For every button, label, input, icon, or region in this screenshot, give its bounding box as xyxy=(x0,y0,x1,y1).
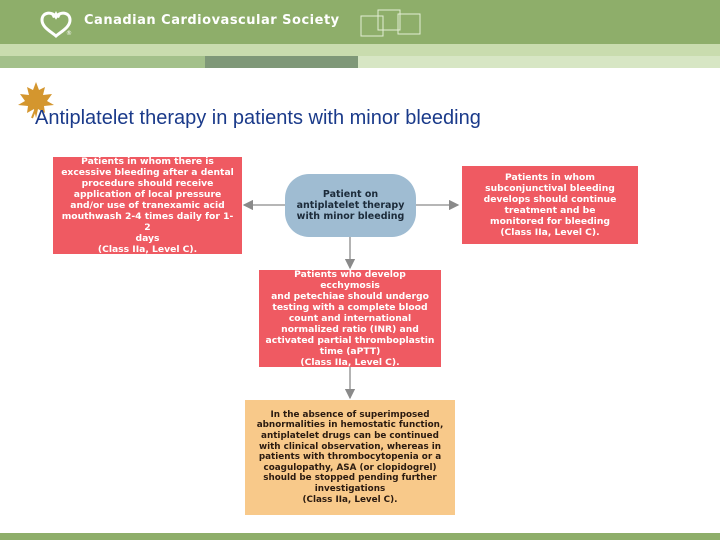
heart-leaf-logo-icon xyxy=(40,11,72,38)
ecchymosis-testing-box: Patients who develop ecchymosis and pete… xyxy=(259,269,441,368)
footer-bar xyxy=(0,533,720,540)
header-stripe-light xyxy=(0,44,720,56)
dental-bleeding-box: Patients in whom there is excessive blee… xyxy=(53,156,242,255)
continuation-guidance-box: In the absence of superimposed abnormali… xyxy=(245,400,455,515)
subconjunctival-bleeding-box: Patients in whom subconjunctival bleedin… xyxy=(462,166,638,244)
slide-title: Antiplatelet therapy in patients with mi… xyxy=(35,107,481,129)
registered-mark: ® xyxy=(66,30,72,37)
maple-leaf-icon xyxy=(18,82,54,119)
org-name: Canadian Cardiovascular Society xyxy=(84,13,340,28)
continuation-guidance-text: In the absence of superimposed abnormali… xyxy=(256,409,444,505)
decorative-squares xyxy=(360,9,421,37)
ecchymosis-testing-text: Patients who develop ecchymosis and pete… xyxy=(265,269,435,368)
header-stripe-mid xyxy=(0,56,205,68)
patient-node: Patient on antiplatelet therapy with min… xyxy=(285,174,416,237)
header-stripe-dark xyxy=(205,56,358,68)
patient-node-text: Patient on antiplatelet therapy with min… xyxy=(296,189,405,222)
subconjunctival-bleeding-text: Patients in whom subconjunctival bleedin… xyxy=(483,172,617,238)
header-bar: ® Canadian Cardiovascular Society xyxy=(0,0,720,44)
dental-bleeding-text: Patients in whom there is excessive blee… xyxy=(61,156,234,255)
